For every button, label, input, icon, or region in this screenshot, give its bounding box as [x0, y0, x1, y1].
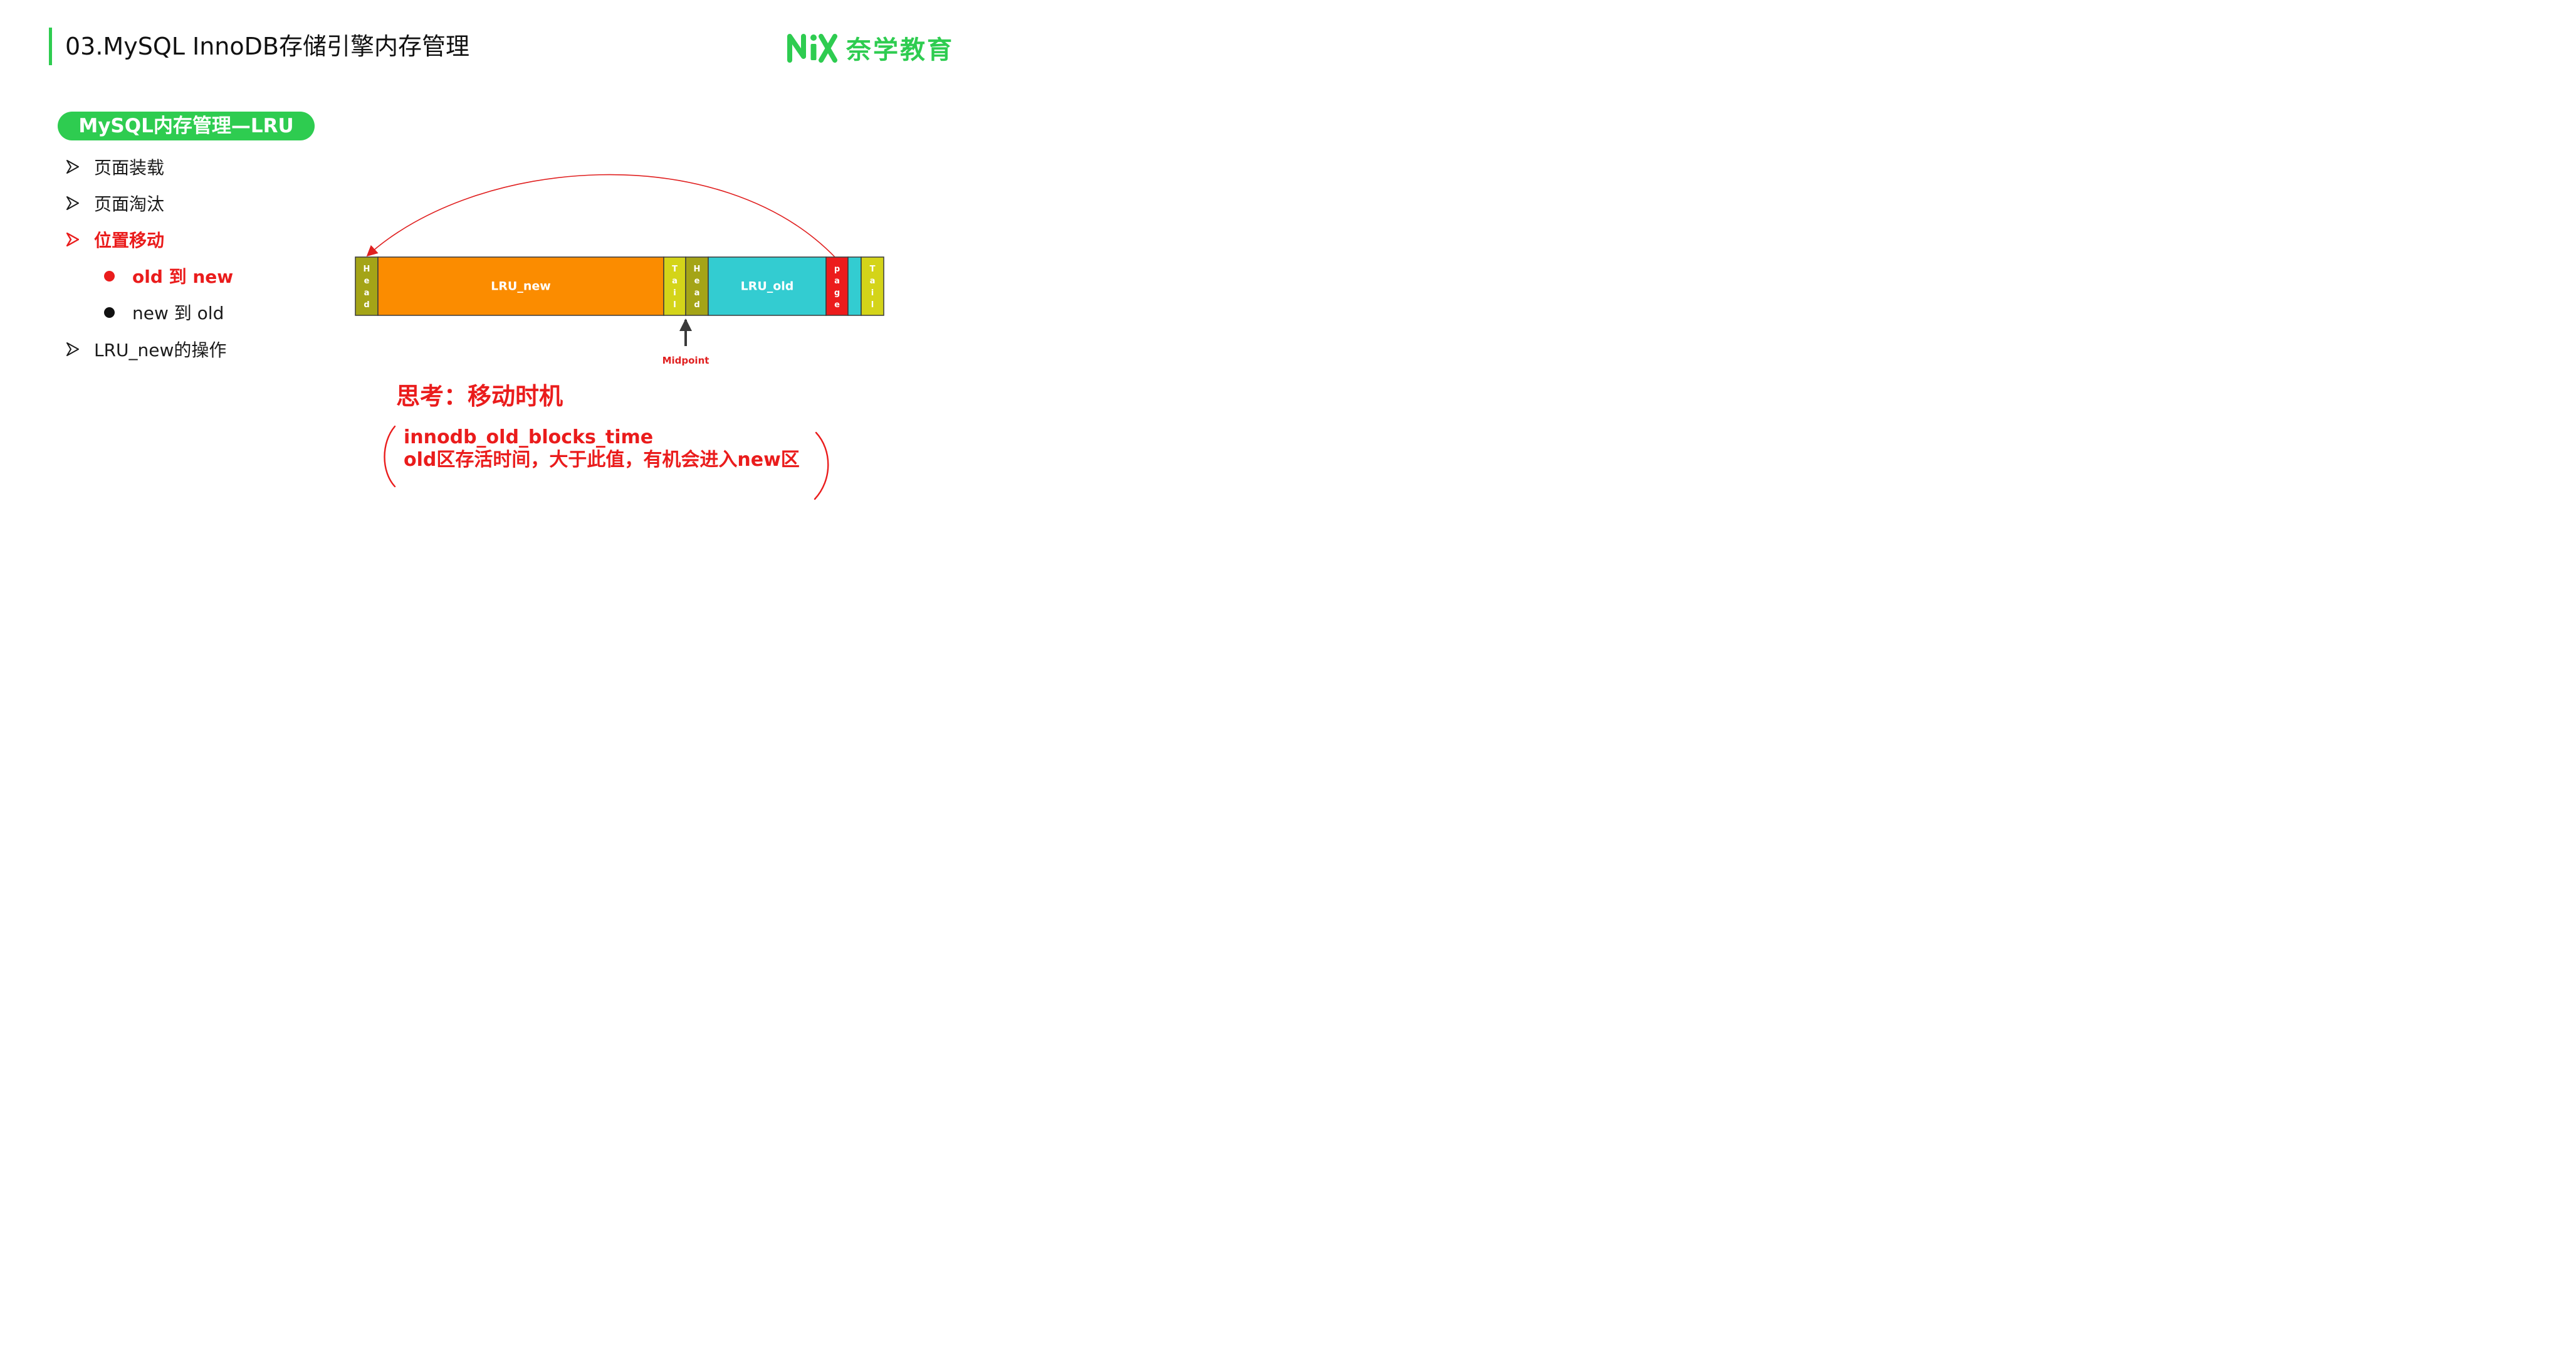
- dot-bullet-icon: [104, 270, 115, 282]
- lru-segment-lru-new: [377, 256, 664, 316]
- arrowhead-bullet-icon: [66, 160, 79, 174]
- right-paren-icon: [814, 431, 829, 500]
- param-description: old区存活时间，大于此值，有机会进入new区: [404, 449, 800, 471]
- sub-item-label: old 到 new: [132, 266, 234, 287]
- move-to-head-arrow: [366, 174, 837, 259]
- outline-item-label: 页面装载: [94, 157, 165, 178]
- brand-name: 奈学教育: [846, 36, 954, 65]
- sub-item-label: new 到 old: [132, 303, 224, 324]
- arrowhead-bullet-icon: [66, 196, 79, 210]
- sub-item: new 到 old: [104, 300, 224, 325]
- param-name: innodb_old_blocks_time: [404, 426, 654, 448]
- outline-item: 页面装载: [66, 154, 164, 179]
- midpoint-label: Midpoint: [662, 355, 709, 366]
- arrowhead-bullet-icon: [66, 233, 79, 246]
- outline-item-label: 页面淘汰: [94, 194, 165, 214]
- param-note: innodb_old_blocks_time old区存活时间，大于此值，有机会…: [404, 426, 800, 471]
- outline-item-label: LRU_new的操作: [94, 340, 227, 361]
- outline-item-label: 位置移动: [94, 230, 165, 251]
- arrowhead-bullet-icon: [66, 342, 79, 356]
- sub-item-active: old 到 new: [104, 263, 233, 288]
- lru-segment-label: LRU_old: [741, 280, 794, 293]
- section-pill: MySQL内存管理—LRU: [58, 112, 315, 140]
- lru-segment-tail-old: [861, 256, 884, 316]
- lru-segment-lru-old: [708, 256, 827, 316]
- dot-bullet-icon: [104, 307, 115, 318]
- page-title: 03.MySQL InnoDB存储引擎内存管理: [65, 33, 469, 60]
- lru-segment-old-rest: [847, 256, 862, 316]
- left-paren-icon: [384, 425, 396, 488]
- outline-item-active: 位置移动: [66, 227, 164, 252]
- outline-item: 页面淘汰: [66, 191, 164, 216]
- lru-segment-head-new: [355, 256, 379, 316]
- outline-item: LRU_new的操作: [66, 337, 226, 362]
- lru-segment-label: LRU_new: [491, 280, 551, 293]
- title-accent-bar: [49, 28, 52, 65]
- lru-segment-page: [825, 256, 849, 316]
- brand-logo: 奈学教育: [787, 31, 954, 65]
- lru-segment-head-old: [685, 256, 709, 316]
- thinking-heading: 思考：移动时机: [396, 382, 563, 410]
- nx-logo-icon: [787, 34, 837, 63]
